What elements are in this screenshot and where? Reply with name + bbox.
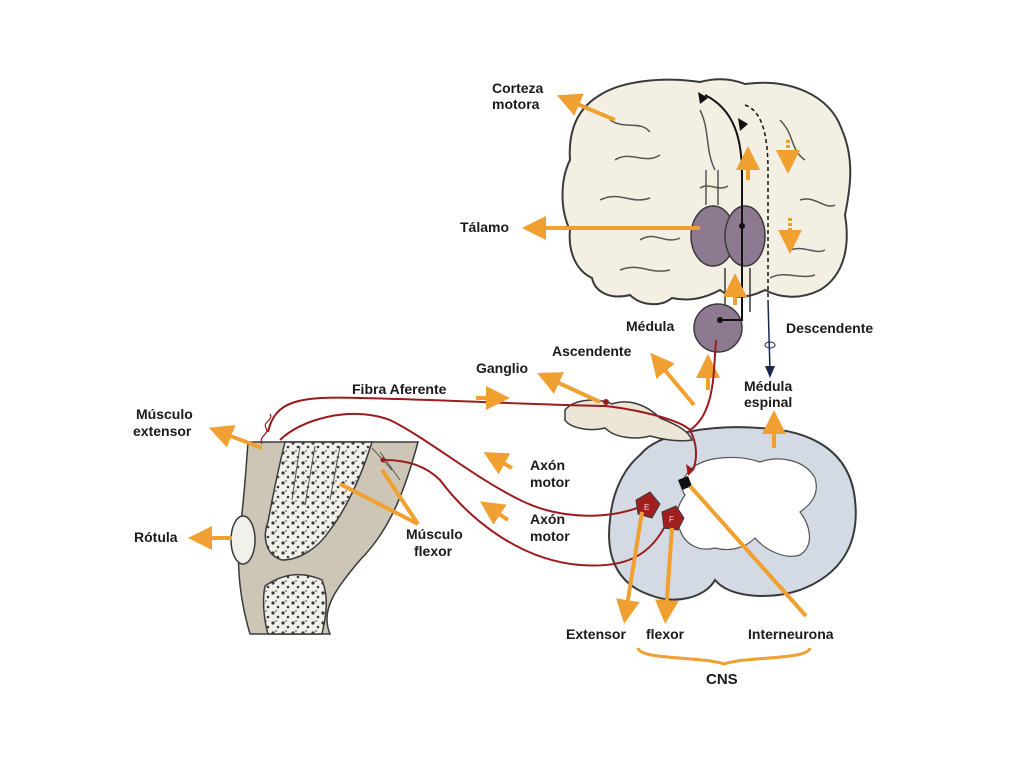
arrow-ganglio — [537, 372, 601, 404]
motor-axon-flexor — [384, 459, 669, 567]
brain-pathways — [696, 92, 802, 390]
label-arrows — [188, 93, 812, 666]
label-extensor: Extensor — [566, 626, 626, 642]
descending-pathway — [744, 104, 769, 300]
arrow-musculo-extensor — [208, 425, 263, 450]
interneuron — [678, 476, 692, 490]
dorsal-root-ganglion — [564, 399, 694, 442]
brain-sulci — [599, 109, 836, 279]
label-axon-motor-1b: motor — [530, 474, 570, 490]
label-medula-espinal-1: Médula — [744, 378, 792, 394]
flow-arrow-motor1 — [483, 452, 513, 475]
muscle-fibers — [291, 445, 401, 506]
femur — [264, 441, 374, 561]
afferent-to-medulla — [689, 339, 717, 431]
nerve-paths — [267, 339, 717, 567]
label-ascendente: Ascendente — [552, 343, 632, 359]
cortex-neuron-2 — [738, 118, 748, 131]
afferent-fiber — [267, 396, 697, 471]
arrow-musculo-flexor-2 — [380, 468, 420, 526]
label-medula-espinal-2: espinal — [744, 394, 792, 410]
knee — [230, 413, 419, 635]
label-medula: Médula — [626, 318, 674, 334]
arrow-musculo-flexor-1 — [339, 482, 419, 526]
extensor-neuron — [635, 491, 661, 519]
tibia — [262, 573, 328, 635]
label-cns: CNS — [706, 671, 738, 688]
label-axon-motor-2a: Axón — [530, 511, 565, 527]
label-interneurona: Interneurona — [748, 626, 834, 642]
extensor-spindle — [260, 413, 272, 445]
label-musculo-flexor-1: Músculo — [406, 526, 463, 542]
cns-bracket — [636, 647, 812, 666]
arrow-extensor — [616, 511, 644, 624]
label-ganglio: Ganglio — [476, 360, 528, 376]
ascending-pathway — [704, 94, 743, 321]
descending-line — [767, 299, 771, 373]
arrow-corteza — [556, 93, 616, 122]
arrow-flexor — [654, 527, 679, 624]
label-talamo: Tálamo — [460, 219, 509, 235]
label-corteza-motora-1: Corteza — [492, 80, 544, 96]
dorsal-horn-terminal — [686, 464, 694, 476]
flexor-neuron — [661, 505, 685, 531]
medulla-circle — [693, 303, 743, 353]
thalamus-right — [724, 205, 766, 267]
text-labels: Corteza motora Tálamo Médula Descendente… — [133, 80, 873, 688]
label-neuron-f: F — [669, 515, 674, 524]
label-axon-motor-1a: Axón — [530, 457, 565, 473]
label-musculo-flexor-2: flexor — [414, 543, 453, 559]
flow-arrow-motor2 — [480, 501, 510, 525]
patella — [230, 515, 256, 565]
descending-arrowhead — [765, 366, 775, 378]
label-neuron-e: E — [644, 503, 649, 512]
flexor-muscle-terminal — [380, 457, 386, 463]
cortex-neuron-1 — [698, 92, 708, 104]
label-musculo-extensor-1: Músculo — [136, 406, 193, 422]
thalamus-node — [739, 223, 745, 229]
label-descendente: Descendente — [786, 320, 873, 336]
label-axon-motor-2b: motor — [530, 528, 570, 544]
ganglion-cell — [603, 399, 609, 405]
spinal-gray-matter — [675, 456, 817, 557]
flow-arrows — [476, 386, 513, 525]
arrow-interneurona — [688, 484, 808, 618]
descending-ganglion — [764, 341, 776, 349]
spinal-cord — [564, 399, 857, 601]
medulla-node — [717, 317, 723, 323]
label-corteza-motora-2: motora — [492, 96, 540, 112]
motor-axon-extensor — [279, 412, 646, 517]
label-fibra-aferente: Fibra Aferente — [352, 381, 447, 397]
arrow-ascendente — [650, 352, 696, 407]
label-flexor: flexor — [646, 626, 685, 642]
label-musculo-extensor-2: extensor — [133, 423, 192, 439]
label-rotula: Rótula — [134, 529, 178, 545]
